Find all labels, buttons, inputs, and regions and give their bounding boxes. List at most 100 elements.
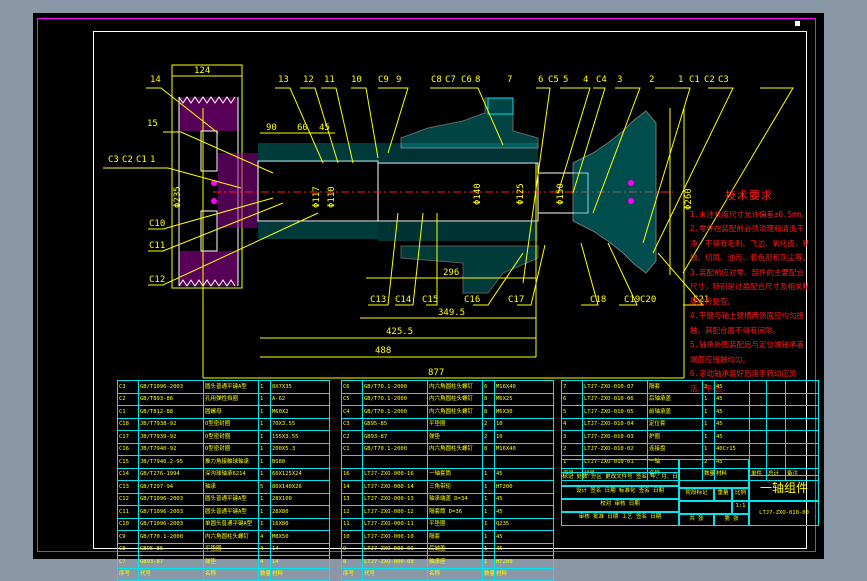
bom-cell: 内六角圆柱头螺钉 — [427, 405, 483, 419]
dim-296: 296 — [443, 268, 460, 278]
bom-cell: GB/T893-86 — [138, 392, 204, 406]
bom-cell: 12 — [341, 505, 363, 519]
callout-12: 12 — [303, 75, 314, 85]
callout-c18: C18 — [590, 295, 607, 305]
bom-cell: 数量 — [258, 567, 271, 581]
bom-cell: 5 — [561, 405, 583, 419]
bom-cell — [766, 405, 786, 419]
bom-cell: 一轴套筒 — [427, 467, 483, 481]
tech-line: 4.平键与轴上键槽两侧面应均匀接 — [690, 311, 805, 320]
bom-cell: 数量 — [482, 567, 495, 581]
callout-c9: C9 — [378, 75, 389, 85]
callout-14: 14 — [150, 75, 161, 85]
bom-header-row: 序号代号名称数量材料单件总计备注 — [561, 467, 819, 481]
bom-cell: GB/T1096-2003 — [138, 505, 204, 519]
bom-cell: 前轴承盖 — [647, 405, 703, 419]
bom-cell: LTJ7-ZXO-010-02 — [582, 442, 648, 456]
bom-cell: 1 — [258, 405, 271, 419]
bom-cell: C12 — [117, 492, 139, 506]
dim-phi140: Φ140 — [473, 183, 483, 205]
callout-c17: C17 — [508, 295, 525, 305]
bom-cell — [785, 380, 819, 394]
bom-cell: GB/T70.1-2000 — [362, 405, 428, 419]
bom-cell: GB95-85 — [362, 417, 428, 431]
callout-1: 1 — [678, 75, 684, 85]
callout-2: 2 — [649, 75, 655, 85]
bom-cell: 155X3.55 — [270, 430, 330, 444]
bom-cell: C6 — [341, 380, 363, 394]
bom-cell: O型密封圈 — [203, 430, 259, 444]
bom-cell: 三角带轮 — [427, 480, 483, 494]
bom-cell: HT200 — [494, 480, 554, 494]
bom-cell: 隔套筒 D=36 — [427, 505, 483, 519]
bom-cell: M6X25 — [494, 392, 554, 406]
bom-cell: 1 — [258, 505, 271, 519]
tech-line: 6.滚动轴承装好后用手转动应灵 — [690, 369, 797, 378]
bom-cell: 定位套 — [647, 417, 703, 431]
bom-cell: 45 — [494, 492, 554, 506]
bom-cell: 圆头普通平键A型 — [203, 380, 259, 394]
bom-cell: LTJ7-ZXO-000-11 — [362, 517, 428, 531]
bom-cell: 后轴承盖 — [647, 392, 703, 406]
bom-cell: M60X2 — [270, 405, 330, 419]
bom-cell: 3 — [561, 430, 583, 444]
bom-cell: 8 — [482, 405, 495, 419]
bom-cell: M8X50 — [270, 530, 330, 544]
callout-c21: C21 — [693, 295, 710, 305]
tech-line: 度进行复查。 — [690, 296, 735, 306]
bom-cell — [749, 430, 767, 444]
bom-cell: C4 — [341, 405, 363, 419]
bom-cell: 45 — [714, 417, 750, 431]
callout-13: 13 — [278, 75, 289, 85]
tech-line: 端面应接触均匀。 — [690, 354, 750, 364]
callout-9: 9 — [396, 75, 402, 85]
bom-cell: 后端盖 — [427, 542, 483, 556]
bom-cell: O型密封圈 — [203, 417, 259, 431]
bom-cell: 深沟球轴承6214 — [203, 467, 259, 481]
bom-cell: C2 — [341, 430, 363, 444]
bom-cell: LTJ7-ZXO-000-12 — [362, 505, 428, 519]
bom-cell: 4 — [258, 542, 271, 556]
bom-cell: 1 — [258, 430, 271, 444]
bom-cell: LTJ7-ZXO-000-16 — [362, 467, 428, 481]
bom-cell: C2 — [117, 392, 139, 406]
tb-row-0: 标记 处数 分区 更改文件号 签名 年、月、日 — [561, 472, 679, 486]
callout-c10: C10 — [149, 219, 166, 229]
bom-cell: GB/T1096-2003 — [138, 492, 204, 506]
bom-cell: C5 — [341, 392, 363, 406]
bom-cell: O型密封圈 — [203, 442, 259, 456]
bom-cell: C11 — [117, 505, 139, 519]
bom-cell — [766, 417, 786, 431]
callout-6: 6 — [538, 75, 544, 85]
bom-cell: 推力角接触球轴承 — [203, 455, 259, 469]
bom-cell: GB95-85 — [138, 542, 204, 556]
title-block: 标记 处数 分区 更改文件号 签名 年、月、日 设计 签名 日期 标准化 签名 … — [561, 459, 819, 526]
bom-cell: 1 — [702, 417, 715, 431]
bom-cell: 45 — [714, 392, 750, 406]
drawing-number: LTJ7-ZXO-010-00 — [749, 501, 819, 526]
tech-line: 触，其配合面不得有间隙。 — [690, 325, 780, 335]
bom-cell: 1 — [482, 517, 495, 531]
bom-cell: 1 — [258, 467, 271, 481]
callout-left-1: 1 — [150, 155, 156, 165]
bom-cell: 内六角圆柱头螺钉 — [427, 380, 483, 394]
bom-cell — [766, 442, 786, 456]
bom-cell: 代号 — [138, 567, 204, 581]
dim-124: 124 — [194, 66, 211, 76]
bom-cell: 6 — [482, 380, 495, 394]
bom-cell: 材料 — [270, 567, 330, 581]
scale-label: 比例 — [732, 488, 749, 501]
bom-cell: 45 — [494, 505, 554, 519]
bom-cell: 45 — [494, 530, 554, 544]
bom-cell: 1 — [258, 442, 271, 456]
bom-cell: GB/T297-94 — [138, 480, 204, 494]
bom-cell: 平垫圈 — [203, 542, 259, 556]
bom-cell: 4 — [258, 530, 271, 544]
